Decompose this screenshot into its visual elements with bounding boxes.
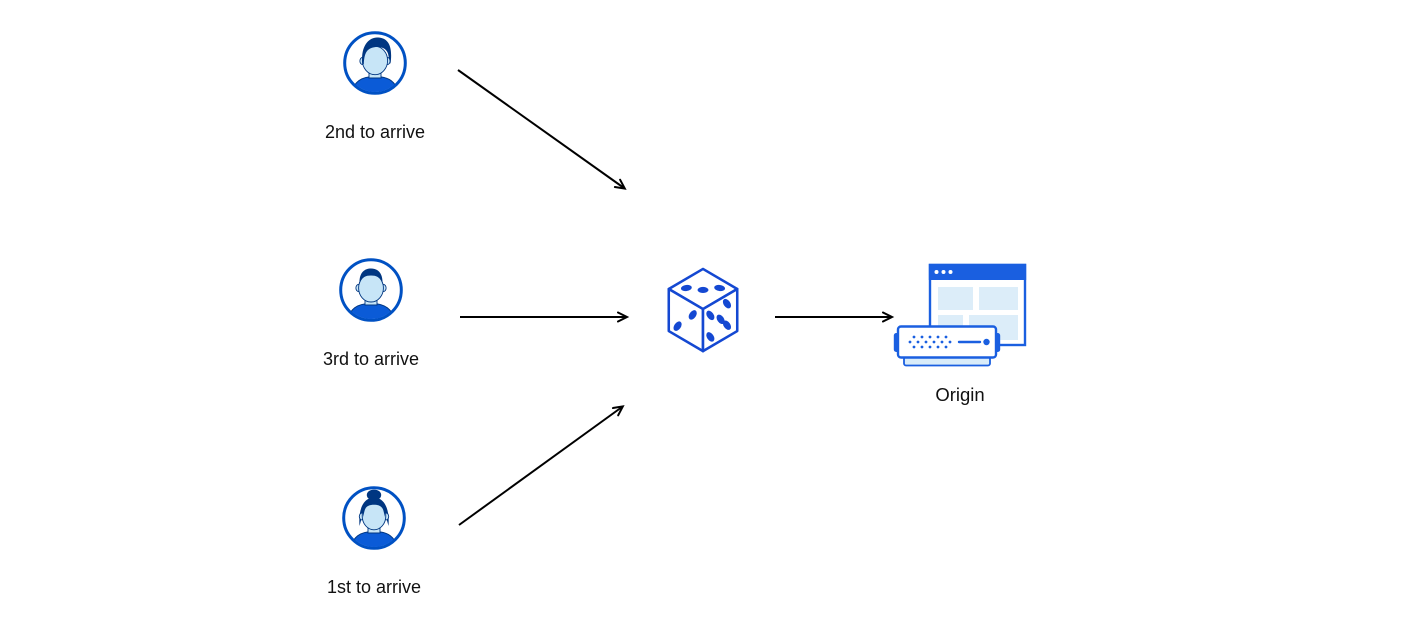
origin-node: Origin <box>890 262 1030 406</box>
client-label-2nd: 2nd to arrive <box>324 122 426 142</box>
client-label-3rd: 3rd to arrive <box>322 349 420 369</box>
avatar-man-flat-top-icon <box>339 258 403 322</box>
client-node-3rd: 3rd to arrive <box>291 258 451 369</box>
origin-server-icon <box>893 263 1027 367</box>
arrow-2nd-to-dice <box>457 69 627 190</box>
selector-node <box>665 266 741 356</box>
client-node-1st: 1st to arrive <box>294 486 454 597</box>
origin-label: Origin <box>935 384 985 405</box>
client-node-2nd: 2nd to arrive <box>295 31 455 142</box>
avatar-man-swept-hair-icon <box>343 31 407 95</box>
dice-icon <box>667 267 739 353</box>
client-label-1st: 1st to arrive <box>326 577 422 597</box>
arrow-1st-to-dice <box>458 405 625 526</box>
avatar-woman-bun-icon <box>342 486 406 550</box>
